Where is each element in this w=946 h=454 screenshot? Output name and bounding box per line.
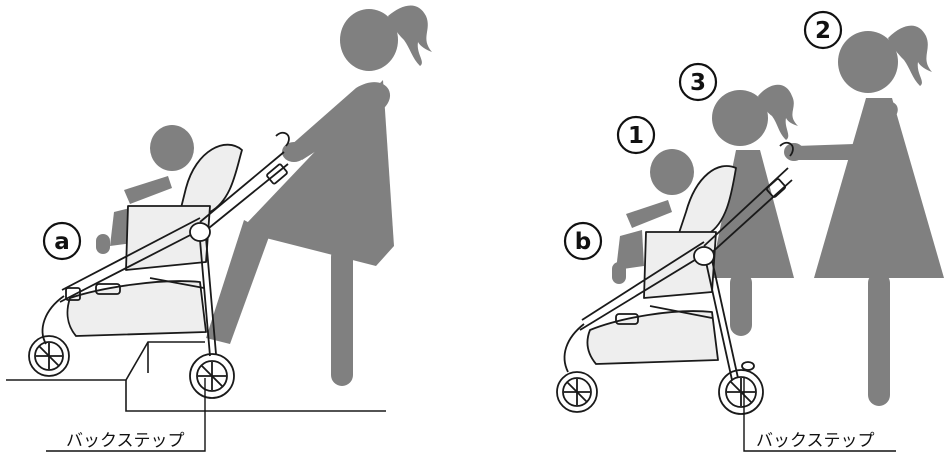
front-wheel: [557, 372, 597, 412]
panel-a-marker: a: [44, 223, 80, 259]
adult-silhouette: [206, 5, 432, 386]
order-marker-2-label: 2: [815, 18, 831, 44]
panel-b: b 1 2 3 バックステップ: [557, 12, 944, 451]
order-marker-3: 3: [680, 64, 716, 100]
panel-a-label: a: [54, 229, 70, 255]
rear-wheel: [719, 370, 763, 414]
order-marker-1-label: 1: [628, 123, 644, 149]
adult-silhouette: [784, 26, 944, 406]
panel-a: a バックステップ: [6, 5, 432, 451]
front-wheel: [29, 336, 69, 376]
order-marker-3-label: 3: [690, 70, 706, 96]
back-step-label: バックステップ: [66, 431, 185, 451]
panel-b-marker: b: [565, 223, 601, 259]
panel-b-label: b: [575, 229, 591, 255]
order-marker-1: 1: [618, 117, 654, 153]
order-marker-2: 2: [805, 12, 841, 48]
back-step-label: バックステップ: [756, 431, 875, 451]
rear-wheel: [190, 354, 234, 398]
